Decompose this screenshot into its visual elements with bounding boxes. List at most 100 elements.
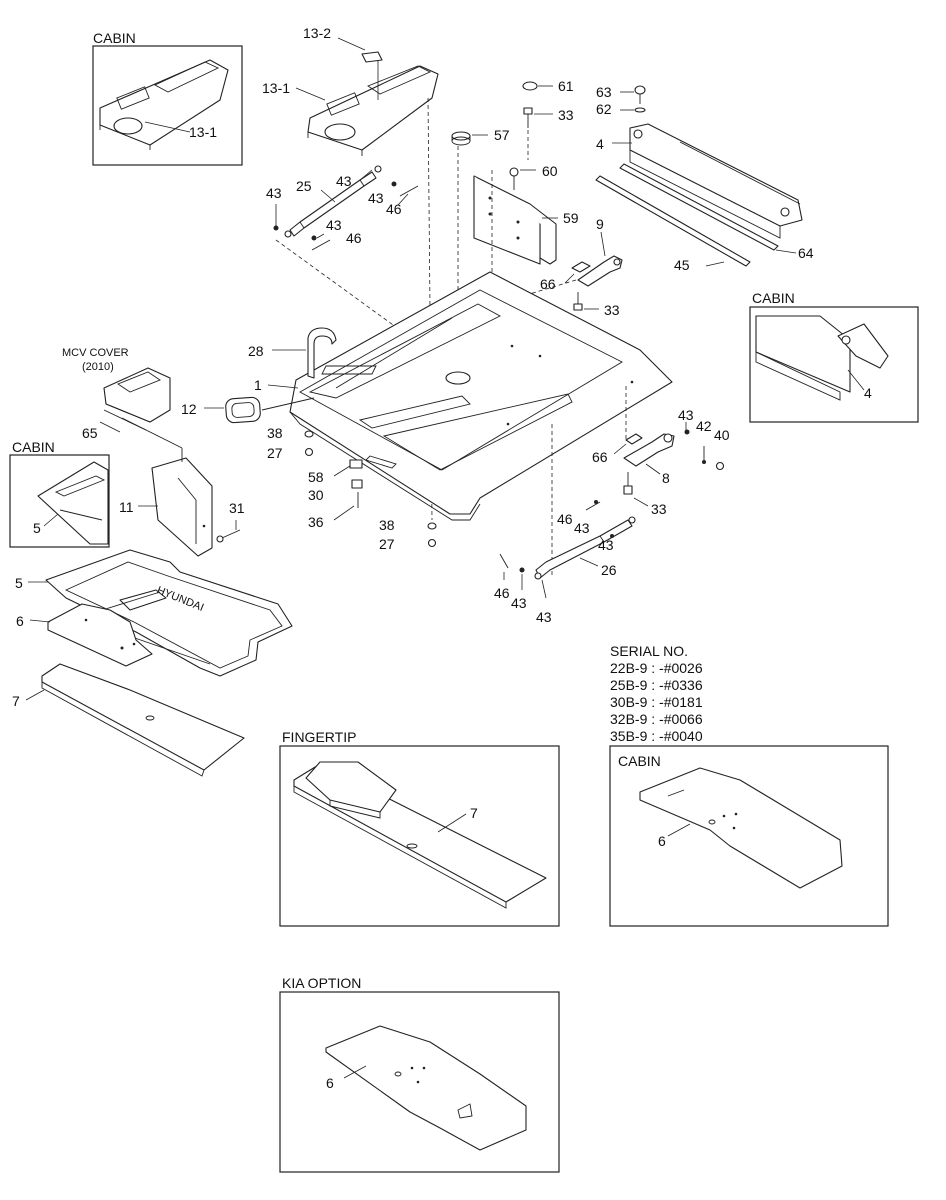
label-8: 8 bbox=[662, 470, 670, 486]
latch-part-9 bbox=[577, 255, 623, 287]
label-64: 64 bbox=[798, 245, 814, 261]
label-45: 45 bbox=[674, 257, 690, 273]
washer-part-38-left bbox=[304, 430, 314, 438]
label-5-inset: 5 bbox=[33, 520, 41, 536]
label-6: 6 bbox=[16, 613, 24, 629]
washer-part-62 bbox=[634, 107, 646, 113]
floor-plate-part-7 bbox=[41, 663, 245, 777]
label-30: 30 bbox=[308, 487, 324, 503]
leader-65-11 bbox=[121, 417, 183, 462]
floor-mat-part-5: HYUNDAI bbox=[45, 549, 293, 677]
label-66-a: 66 bbox=[540, 276, 556, 292]
grommet-part-12 bbox=[225, 396, 261, 424]
serial-line: 25B-9 : -#0336 bbox=[610, 677, 703, 693]
nut-part-27-right bbox=[427, 538, 437, 548]
label-9: 9 bbox=[596, 216, 604, 232]
label-38-b: 38 bbox=[379, 517, 395, 533]
inset-fingertip: FINGERTIP bbox=[279, 729, 560, 927]
strip-part-64 bbox=[619, 163, 779, 251]
label-43-f: 43 bbox=[574, 520, 590, 536]
inset-header-cabin-mat: CABIN bbox=[12, 439, 55, 455]
label-13-1-inset: 13-1 bbox=[189, 124, 217, 140]
console-part-13-1 bbox=[307, 65, 439, 156]
inset-cabin-mat: CABIN bbox=[9, 439, 110, 548]
label-33-a: 33 bbox=[558, 107, 574, 123]
label-12: 12 bbox=[181, 401, 197, 417]
floor-plate-part-1 bbox=[289, 271, 673, 521]
inset-frame bbox=[609, 745, 889, 927]
label-31: 31 bbox=[229, 500, 245, 516]
mcv-cover-header: MCV COVER bbox=[62, 347, 129, 359]
label-61: 61 bbox=[558, 78, 574, 94]
label-33-c: 33 bbox=[651, 501, 667, 517]
cap-part-57 bbox=[451, 131, 471, 146]
mcv-cover-year: (2010) bbox=[82, 361, 114, 373]
plate-part-30 bbox=[351, 479, 363, 489]
serial-line: 32B-9 : -#0066 bbox=[610, 711, 703, 727]
nut-part-27-left bbox=[304, 447, 314, 457]
inset-frame bbox=[92, 45, 243, 166]
label-46-a: 46 bbox=[386, 201, 402, 217]
inset-cabin-console: CABIN 13-1 bbox=[92, 30, 243, 166]
label-46-d: 46 bbox=[494, 585, 510, 601]
seal-part-45 bbox=[595, 175, 751, 267]
handle-part-28 bbox=[307, 327, 337, 379]
label-1: 1 bbox=[254, 377, 262, 393]
label-43-h: 43 bbox=[511, 595, 527, 611]
bolt-part-33-mid bbox=[573, 292, 583, 311]
pin-46-low bbox=[499, 553, 509, 569]
clip-part-66-lower bbox=[625, 433, 643, 445]
label-13-1: 13-1 bbox=[262, 80, 290, 96]
label-62: 62 bbox=[596, 101, 612, 117]
label-5: 5 bbox=[15, 575, 23, 591]
serial-number-block: SERIAL NO. 22B-9 : -#0026 25B-9 : -#0336… bbox=[610, 643, 703, 744]
label-13-2: 13-2 bbox=[303, 25, 331, 41]
inset-cabin-handle: CABIN bbox=[749, 290, 919, 423]
label-63: 63 bbox=[596, 84, 612, 100]
inset-frame bbox=[749, 306, 919, 423]
label-43-d: 43 bbox=[368, 190, 384, 206]
latch-part-8 bbox=[623, 433, 675, 467]
bolt-part-33-low bbox=[623, 472, 633, 495]
label-28: 28 bbox=[248, 343, 264, 359]
label-40: 40 bbox=[714, 427, 730, 443]
washer-part-38-right bbox=[427, 522, 437, 530]
label-46-b: 46 bbox=[346, 230, 362, 246]
label-58: 58 bbox=[308, 469, 324, 485]
label-43-g: 43 bbox=[598, 537, 614, 553]
inset-frame bbox=[279, 745, 560, 927]
label-46-c: 46 bbox=[557, 511, 573, 527]
serial-title: SERIAL NO. bbox=[610, 643, 688, 659]
gas-spring-25 bbox=[284, 165, 382, 238]
tunnel-cover-part-11 bbox=[151, 457, 213, 557]
inset-header-cabin-handle: CABIN bbox=[752, 290, 795, 306]
label-6-cabin: 6 bbox=[658, 833, 666, 849]
inset-header-fingertip: FINGERTIP bbox=[282, 729, 356, 745]
label-38-a: 38 bbox=[267, 425, 283, 441]
pin-46-lower bbox=[311, 239, 331, 251]
serial-line: 30B-9 : -#0181 bbox=[610, 694, 703, 710]
inset-header-cabin-console: CABIN bbox=[93, 30, 136, 46]
label-57: 57 bbox=[494, 127, 510, 143]
label-43-a: 43 bbox=[336, 173, 352, 189]
knob-part-63 bbox=[634, 85, 646, 104]
cap-part-13-2 bbox=[361, 51, 383, 63]
mcv-cover-part-65 bbox=[103, 367, 171, 431]
label-7: 7 bbox=[12, 693, 20, 709]
label-59: 59 bbox=[563, 210, 579, 226]
nut-part-40 bbox=[715, 461, 725, 471]
cover-part-4 bbox=[629, 123, 803, 239]
label-65: 65 bbox=[82, 425, 98, 441]
label-43-c: 43 bbox=[326, 217, 342, 233]
label-43-i: 43 bbox=[536, 609, 552, 625]
label-7-fingertip: 7 bbox=[470, 805, 478, 821]
leader-12-plate bbox=[261, 397, 315, 411]
label-11: 11 bbox=[119, 499, 134, 515]
serial-line: 35B-9 : -#0040 bbox=[610, 728, 703, 744]
label-66-b: 66 bbox=[592, 449, 608, 465]
label-4-inset: 4 bbox=[864, 385, 872, 401]
label-6-kia: 6 bbox=[326, 1075, 334, 1091]
plate-part-59 bbox=[473, 175, 557, 265]
label-42: 42 bbox=[696, 418, 712, 434]
